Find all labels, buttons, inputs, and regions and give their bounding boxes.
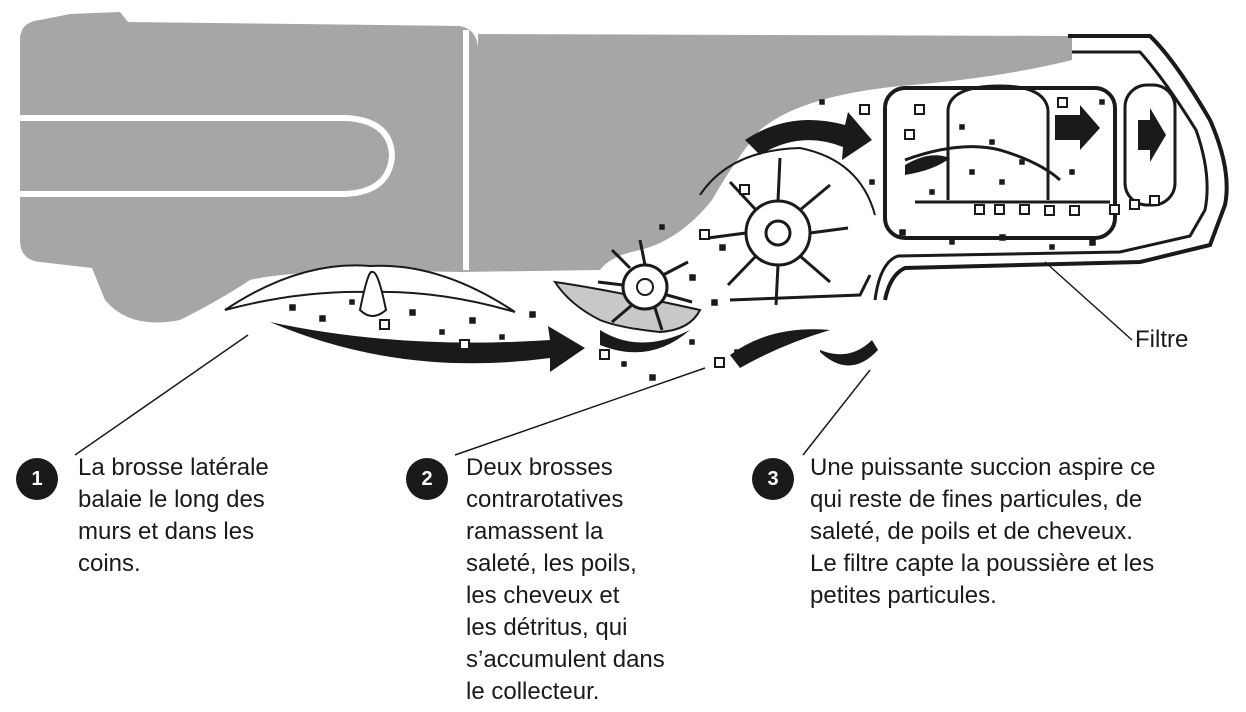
- step-1-line: balaie le long des: [78, 486, 265, 513]
- lower-brush-arrow-icon: [600, 330, 690, 353]
- step-2-text: Deux brosses contrarotatives ramassent l…: [466, 452, 665, 708]
- step-3-line: petites particules.: [810, 582, 997, 609]
- step-3-line: qui reste de fines particules, de: [810, 486, 1143, 513]
- side-brush-sweep-arrow-icon: [270, 322, 585, 372]
- leader-line-filter: [1044, 261, 1133, 341]
- bin-inner-chamber: [946, 84, 1050, 200]
- bristle-brush-blades: [597, 239, 693, 331]
- bin-dark-swirl: [905, 155, 950, 175]
- step-3-badge: 3: [752, 458, 794, 500]
- roller-arrow-icon: [730, 329, 830, 368]
- housing-inner-outline: [873, 50, 1209, 301]
- housing-outline: [883, 34, 1229, 301]
- debris-particles: [289, 99, 1105, 381]
- debris-outline-particles: [379, 97, 1160, 368]
- suction-arrow-icon: [820, 340, 878, 366]
- step-2-line: les cheveux et: [466, 582, 620, 609]
- roller-fins: [707, 157, 849, 306]
- step-1-line: La brosse latérale: [78, 454, 269, 481]
- step-2-line: ramassent la: [466, 518, 604, 545]
- bin-swirl-arrow: [904, 145, 1062, 182]
- upper-airflow-arrow: [745, 112, 872, 160]
- bristle-brush-core: [636, 278, 654, 296]
- leader-line-2: [454, 367, 706, 456]
- bin-flow-arrow-icon: [1055, 105, 1100, 150]
- step-3-line: Le filtre capte la poussière et les: [810, 550, 1155, 577]
- roller-base: [729, 274, 872, 302]
- step-3-line: saleté, de poils et de cheveux.: [810, 518, 1133, 545]
- step-2-line: le collecteur.: [466, 678, 600, 705]
- step-2-line: saleté, les poils,: [466, 550, 637, 577]
- roller-shell: [699, 146, 876, 216]
- step-3-line: Une puissante succion aspire ce: [810, 454, 1156, 481]
- robot-body-shape: [20, 12, 1072, 323]
- leader-line-1: [74, 334, 249, 456]
- step-1-text: La brosse latérale balaie le long des mu…: [78, 452, 269, 580]
- step-3-text: Une puissante succion aspire ce qui rest…: [810, 452, 1156, 612]
- step-1-line: murs et dans les: [78, 518, 255, 545]
- step-2-line: les détritus, qui: [466, 614, 628, 641]
- step-1-line: coins.: [78, 550, 141, 577]
- step-2-line: Deux brosses: [466, 454, 613, 481]
- step-1-badge: 1: [16, 458, 58, 500]
- robot-bumper-outline: [20, 115, 396, 197]
- leader-line-3: [802, 369, 871, 456]
- step-2-line: contrarotatives: [466, 486, 624, 513]
- step-2-line: s’accumulent dans: [466, 646, 665, 673]
- roller-core: [764, 219, 792, 247]
- filter-label: Filtre: [1135, 326, 1189, 353]
- side-brush-tuft: [358, 271, 388, 317]
- step-2-badge: 2: [406, 458, 448, 500]
- rear-flow-arrow-icon: [1138, 108, 1166, 162]
